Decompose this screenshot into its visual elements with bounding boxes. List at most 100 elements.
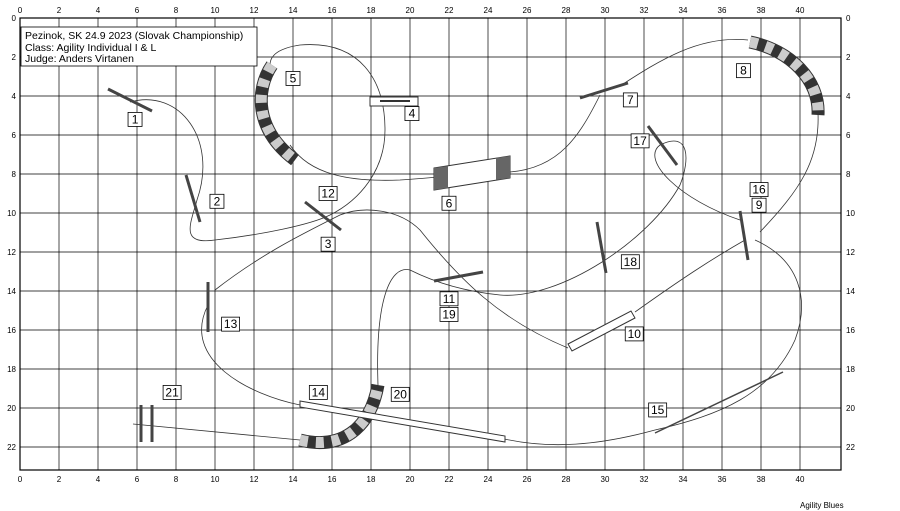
obstacle-label-box <box>736 63 751 79</box>
x-tick-bottom: 22 <box>445 475 454 484</box>
y-tick-right: 20 <box>846 404 855 413</box>
obstacle-number: 11 <box>443 292 456 306</box>
x-tick-top: 34 <box>679 6 688 15</box>
x-tick-top: 26 <box>523 6 532 15</box>
x-tick-top: 38 <box>757 6 766 15</box>
x-tick-bottom: 32 <box>640 475 649 484</box>
axis-ticks: 0022446688101012121414161618182020222224… <box>7 6 855 484</box>
x-tick-bottom: 26 <box>523 475 532 484</box>
grid <box>19 17 842 471</box>
x-tick-top: 16 <box>328 6 337 15</box>
obstacle-label-box <box>221 316 241 332</box>
x-tick-bottom: 12 <box>250 475 259 484</box>
obstacle-number: 7 <box>627 93 634 107</box>
y-tick-left: 20 <box>7 404 16 413</box>
jump-21 <box>139 405 154 442</box>
obstacle-label-box <box>441 195 457 211</box>
obstacle-number: 2 <box>214 194 221 208</box>
y-tick-left: 8 <box>12 170 17 179</box>
x-tick-bottom: 6 <box>135 475 140 484</box>
x-tick-top: 18 <box>367 6 376 15</box>
x-tick-top: 28 <box>562 6 571 15</box>
y-tick-right: 10 <box>846 209 855 218</box>
obstacle-number: 12 <box>321 187 335 201</box>
jump-11 <box>433 270 484 283</box>
obstacle-label-box <box>390 386 410 402</box>
x-tick-top: 4 <box>96 6 101 15</box>
obstacle-number: 21 <box>165 385 179 399</box>
obstacle-label-box <box>624 326 644 342</box>
x-tick-top: 24 <box>484 6 493 15</box>
y-tick-right: 22 <box>846 443 855 452</box>
y-tick-left: 2 <box>12 53 17 62</box>
obstacle-label-box <box>320 236 336 252</box>
tire-4 <box>369 96 419 107</box>
weaves-15 <box>654 371 784 434</box>
obstacle-label-box <box>318 186 338 201</box>
obstacle-number: 3 <box>325 237 332 251</box>
obstacle-label-box <box>404 106 420 121</box>
obstacle-number: 9 <box>756 198 763 212</box>
x-tick-bottom: 28 <box>562 475 571 484</box>
x-tick-top: 6 <box>135 6 140 15</box>
obstacle-label-box <box>285 71 301 86</box>
obstacle-number: 18 <box>624 255 638 269</box>
jump-7 <box>579 81 629 100</box>
info-line-class: Class: Agility Individual I & L <box>25 42 156 54</box>
obstacle-number: 17 <box>633 134 647 148</box>
y-tick-left: 16 <box>7 326 16 335</box>
jump-2 <box>184 174 202 223</box>
x-tick-top: 2 <box>57 6 62 15</box>
x-tick-top: 22 <box>445 6 454 15</box>
obstacle-label-box <box>439 306 459 322</box>
y-tick-right: 16 <box>846 326 855 335</box>
obstacle-label-box <box>751 197 767 213</box>
x-tick-top: 8 <box>174 6 179 15</box>
obstacle-label-box <box>620 254 640 270</box>
x-tick-top: 36 <box>718 6 727 15</box>
obstacle-number: 13 <box>224 317 238 331</box>
jump-17 <box>646 125 679 166</box>
x-tick-bottom: 40 <box>796 475 805 484</box>
info-box: Pezinok, SK 24.9 2023 (Slovak Championsh… <box>20 26 258 67</box>
x-tick-top: 40 <box>796 6 805 15</box>
y-tick-right: 2 <box>846 53 851 62</box>
x-tick-bottom: 16 <box>328 475 337 484</box>
obstacle-number: 15 <box>651 403 665 417</box>
y-tick-left: 10 <box>7 209 16 218</box>
x-tick-bottom: 18 <box>367 475 376 484</box>
x-tick-top: 14 <box>289 6 298 15</box>
obstacle-number: 10 <box>628 327 642 341</box>
obstacle-number: 1 <box>132 112 139 126</box>
x-tick-top: 32 <box>640 6 649 15</box>
x-tick-top: 12 <box>250 6 259 15</box>
obstacle-number: 5 <box>290 71 297 85</box>
obstacle-number: 19 <box>442 307 456 321</box>
table-6 <box>433 155 511 191</box>
tunnel-5 <box>254 61 300 166</box>
y-tick-right: 4 <box>846 92 851 101</box>
credit-text: Agility Blues <box>800 501 844 510</box>
obstacle-number: 20 <box>394 387 408 401</box>
obstacle-label-box <box>127 112 143 127</box>
x-tick-top: 20 <box>406 6 415 15</box>
obstacle-number: 8 <box>740 64 747 78</box>
x-tick-bottom: 4 <box>96 475 101 484</box>
x-tick-bottom: 34 <box>679 475 688 484</box>
obstacle-number: 4 <box>409 107 416 121</box>
obstacle-number: 6 <box>446 196 453 210</box>
x-tick-top: 0 <box>18 6 23 15</box>
obstacle-number: 16 <box>752 183 766 197</box>
jump-9 <box>738 210 750 261</box>
info-line-judge: Judge: Anders Virtanen <box>25 53 134 65</box>
x-tick-bottom: 24 <box>484 475 493 484</box>
y-tick-right: 0 <box>846 14 851 23</box>
y-tick-left: 18 <box>7 365 16 374</box>
x-tick-bottom: 14 <box>289 475 298 484</box>
x-tick-bottom: 8 <box>174 475 179 484</box>
obstacles <box>107 35 825 450</box>
info-line-location: Pezinok, SK 24.9 2023 (Slovak Championsh… <box>25 30 243 42</box>
x-tick-bottom: 38 <box>757 475 766 484</box>
obstacle-label-box <box>439 291 459 307</box>
